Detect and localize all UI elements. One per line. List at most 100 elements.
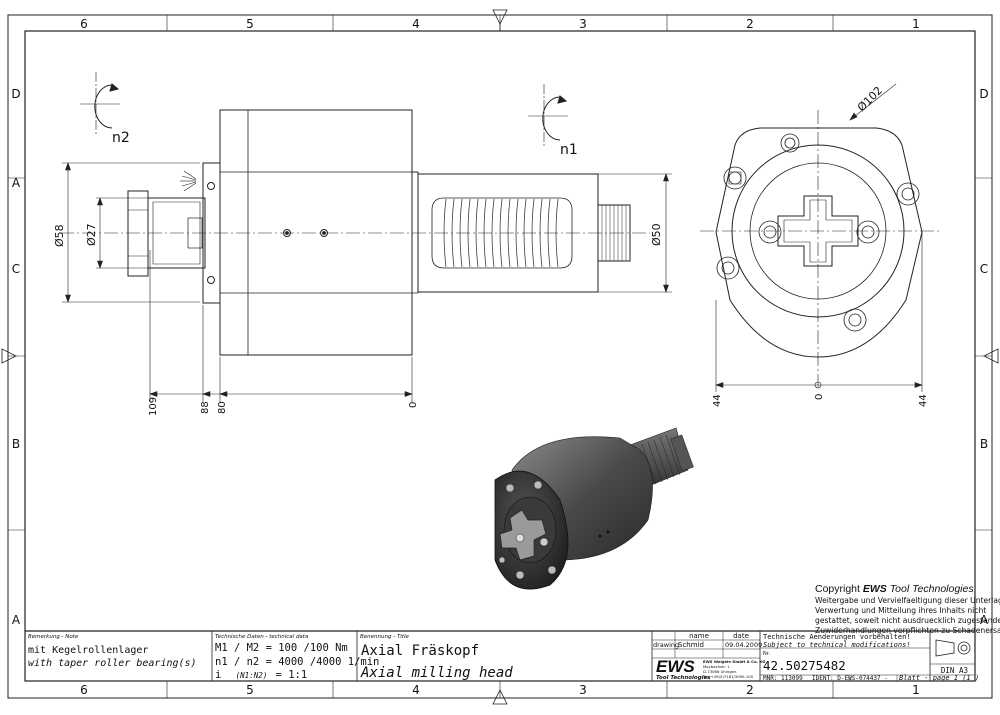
row-label: D — [979, 87, 988, 101]
din-format: DIN A3 — [941, 666, 968, 675]
drawn-date: 09.04.2009 — [725, 641, 762, 649]
col-label: 5 — [246, 683, 254, 697]
side-view-dimensions — [62, 162, 672, 402]
copyright-text: Weitergabe und Vervielfaeltigung dieser … — [815, 596, 1000, 605]
remark-en: with taper roller bearing(s) — [28, 658, 197, 669]
title-de: Axial Fräskopf — [361, 643, 479, 659]
row-label: C — [980, 262, 988, 276]
isometric-render — [494, 427, 694, 590]
title-block — [25, 630, 975, 681]
row-label: D — [11, 87, 20, 101]
dim-d50: Ø50 — [650, 223, 663, 246]
copyright-text: gestattet, soweit nicht ausdruecklich zu… — [815, 616, 1000, 625]
nr-label: Nr. — [763, 651, 770, 657]
col-label: 1 — [912, 17, 920, 31]
tech-line-speed: n1 / n2 = 4000 /4000 1/min — [215, 656, 379, 668]
rotation-symbol-n1 — [528, 84, 568, 148]
copyright-line: Copyright EWS Tool Technologies — [815, 583, 974, 595]
dim-0: 0 — [408, 402, 419, 408]
dim-d27: Ø27 — [85, 223, 98, 246]
serration-line — [539, 198, 543, 268]
tech-line-torque: M1 / M2 = 100 /100 Nm — [215, 642, 348, 654]
col-label: 6 — [80, 17, 88, 31]
copyright-text: Verwertung und Mitteilung ihres Inhalts … — [815, 606, 986, 615]
notice-en: Subject to technical modifications! — [763, 641, 911, 649]
row-label-drawing: drawing — [653, 641, 679, 649]
remark-label: Bemerkung - Note — [28, 634, 79, 640]
column-labels-bottom: 6 5 4 3 2 1 — [80, 683, 920, 697]
row-label: A — [980, 613, 989, 627]
drawing-frame — [1, 9, 999, 705]
page-number: Blatt - page 1 (1 ) — [899, 674, 979, 682]
col-label: 4 — [412, 17, 420, 31]
serration-line — [499, 198, 503, 268]
company-line: Maybachstr. 1 — [703, 664, 730, 669]
serration-line — [483, 198, 487, 268]
rotation-label-n2: n2 — [112, 130, 130, 146]
end-view — [700, 110, 940, 390]
serration-line — [467, 198, 471, 268]
column-labels-top: 6 5 4 3 2 1 — [80, 17, 920, 31]
col-label: 2 — [746, 683, 754, 697]
dim-88: 88 — [200, 401, 211, 414]
rotation-label-n1: n1 — [560, 142, 578, 158]
dim-109: 109 — [148, 397, 159, 416]
company-line: D-73066 Uhingen — [703, 669, 737, 674]
coolant-spray-icon — [180, 170, 197, 192]
rotation-symbol-n2 — [80, 72, 120, 136]
remark-de: mit Kegelrollenlager — [28, 645, 148, 656]
tech-label: Technische Daten - technical data — [215, 634, 309, 640]
end-view-dimensions — [715, 83, 923, 392]
row-label: B — [12, 437, 20, 451]
col-label: 5 — [246, 17, 254, 31]
serration-line — [451, 198, 455, 268]
serration-line — [459, 198, 463, 268]
row-label: A — [12, 176, 21, 190]
row-labels-right: D C B A — [979, 87, 989, 627]
company-line: Tel. +49(0)7161/3090-100 — [702, 674, 754, 679]
col-label: 4 — [412, 683, 420, 697]
serration-line — [555, 198, 559, 268]
tech-line-ratio: i (N1:N2) = 1:1 — [215, 669, 307, 681]
serration-line — [443, 198, 447, 268]
serration-line — [475, 198, 479, 268]
col-header-date: date — [733, 632, 749, 640]
dim-44-right: 44 — [918, 394, 929, 407]
ident: IDENT: D-EWS-074437 - — [812, 675, 888, 682]
col-label: 6 — [80, 683, 88, 697]
title-en: Axial milling head — [360, 665, 513, 681]
row-labels-left: D A C B A — [11, 87, 21, 627]
projection-symbol-icon — [935, 639, 971, 657]
side-view — [60, 109, 650, 356]
serration-line — [515, 198, 519, 268]
dim-d58: Ø58 — [53, 224, 66, 247]
serration-line — [491, 198, 495, 268]
ews-logo: EWS — [656, 657, 695, 676]
copyright-notice: Copyright EWS Tool Technologies Weiterga… — [815, 583, 1000, 635]
drawn-by: Schmid — [678, 641, 704, 649]
row-label: B — [980, 437, 988, 451]
serration-line — [531, 198, 535, 268]
col-header-name: name — [689, 632, 709, 640]
dim-0-center: 0 — [814, 394, 825, 400]
col-label: 1 — [912, 683, 920, 697]
row-label: C — [12, 262, 20, 276]
dim-44-left: 44 — [712, 394, 723, 407]
title-block-text: Bemerkung - Note mit Kegelrollenlager wi… — [28, 632, 979, 682]
dim-d102: Ø102 — [855, 84, 885, 114]
mnr: MNR: 113099 — [763, 675, 803, 682]
serration-line — [507, 198, 511, 268]
col-label: 3 — [579, 17, 587, 31]
col-label: 3 — [579, 683, 587, 697]
notice-de: Technische Aenderungen vorbehalten! — [763, 633, 911, 641]
part-number: 42.50275482 — [763, 658, 846, 673]
company-line: EWS Weigele GmbH & Co. KG — [703, 659, 765, 664]
col-label: 2 — [746, 17, 754, 31]
ews-logo-sub: Tool Technologies — [656, 675, 711, 681]
dim-80: 80 — [217, 401, 228, 414]
title-label: Benennung - Title — [360, 634, 410, 640]
serration-line — [523, 198, 527, 268]
serration-line — [547, 198, 551, 268]
row-label: A — [12, 613, 21, 627]
